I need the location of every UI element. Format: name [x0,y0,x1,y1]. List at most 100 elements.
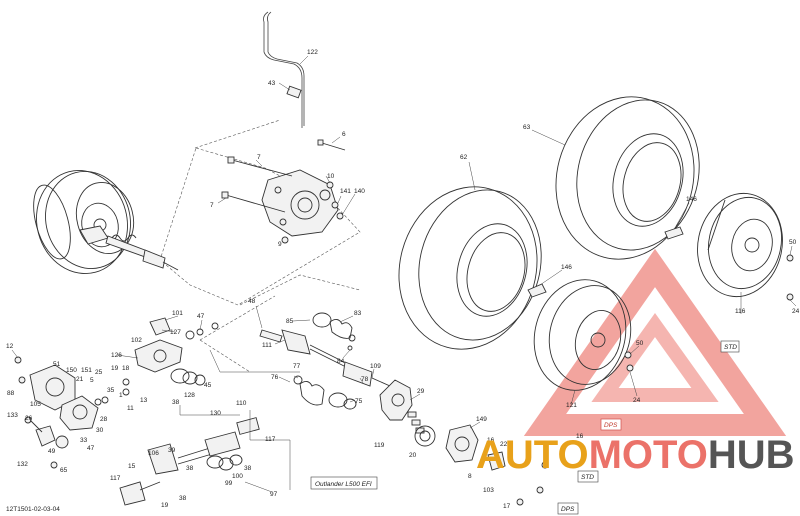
callout: 7 [210,202,214,209]
rear-tire [555,96,700,260]
callout: 25 [95,369,103,376]
callout: 84 [337,358,345,365]
variant-label-std-lower: STD [577,470,599,483]
callout: 116 [735,308,746,315]
callout: 127 [170,329,181,336]
callout: 111 [262,342,272,349]
callout: 99 [225,480,233,487]
callout: 49 [48,448,56,455]
callout: 16 [576,433,584,440]
callout: 119 [374,442,385,449]
callout: 141 [340,188,351,195]
callout: 50 [636,340,644,347]
callout: 128 [184,392,195,399]
callout: 38 [186,465,194,472]
callout: 33 [80,437,88,444]
callout-labels: 122 43 6 7 7 10 141 140 9 62 63 146 146 … [6,49,800,510]
callout: 122 [307,49,318,56]
callout: 101 [172,310,183,317]
svg-text:DPS: DPS [604,422,618,429]
callout: 47 [197,313,205,320]
callout: 38 [172,399,180,406]
callout: 130 [210,410,221,417]
callout: 24 [792,308,800,315]
callout: 8 [468,473,472,480]
callout: 105 [30,401,41,408]
callout: 126 [111,352,122,359]
callout: 22 [500,441,508,448]
propeller-shaft-yoke [134,317,219,386]
callout: 19 [111,365,119,372]
callout: 11 [127,405,134,412]
callout: 106 [148,450,159,457]
front-drive-shaft [259,329,391,387]
differential-housing [261,169,344,237]
diagram-code: 12T1501-02-03-04 [6,506,60,513]
callout: 19 [161,502,169,509]
vent-hose [263,11,305,128]
svg-text:DPS: DPS [561,506,575,513]
callout: 38 [244,465,252,472]
callout: 17 [503,503,511,510]
bracket-lines [179,349,300,493]
callout: 39 [168,447,176,454]
watermark-hub: HUB [708,433,795,477]
callout: 6 [342,131,346,138]
steering-knuckle [379,379,413,421]
watermark-auto: AUTO [476,433,589,477]
callout: 146 [561,264,572,271]
group-outlines [159,119,361,373]
svg-text:STD: STD [724,344,737,351]
callout: 12 [6,343,14,350]
callout: 77 [293,363,301,370]
callout: 102 [131,337,142,344]
callout: 85 [286,318,294,325]
callout: 48 [248,298,256,305]
callout: 15 [128,463,136,470]
callout: 110 [236,400,247,407]
callout: 7 [257,154,261,161]
callout: 63 [523,124,531,131]
callout: 5 [90,377,94,384]
watermark-text: AUTOMOTOHUB [476,433,795,477]
callout: 109 [370,363,381,370]
variant-label-dps-lower: DPS [557,502,579,515]
callout: 30 [96,427,104,434]
dps-rim [527,279,634,391]
svg-text:Outlander L500 EFI: Outlander L500 EFI [315,481,372,488]
std-hardware [786,254,794,301]
callout: 47 [87,445,95,452]
callout: 75 [355,398,363,405]
callout: 28 [100,416,108,423]
cv-boot-upper [312,312,356,351]
std-rim [664,192,783,298]
variant-label-std-upper: STD [720,340,740,353]
callout: 20 [409,452,417,459]
callout: 150 [66,367,77,374]
front-differential [14,356,130,469]
bolts [221,139,346,244]
callout: 100 [232,473,243,480]
callout: 76 [271,374,279,381]
callout: 1 [119,392,123,399]
callout: 133 [7,412,18,419]
propeller-shaft [119,417,260,506]
callout: 121 [566,402,577,409]
wheel-hub [445,424,549,506]
watermark-moto: MOTO [589,433,708,477]
callout: 88 [7,390,15,397]
callout: 50 [789,239,797,246]
callout: 117 [265,436,276,443]
callout: 83 [354,310,362,317]
callout: 9 [278,241,282,248]
wheel-studs [407,411,436,447]
callout: 21 [76,376,84,383]
leader-lines [11,55,797,429]
callout: 35 [107,387,115,394]
cv-boot-lower [293,375,357,410]
callout: 149 [476,416,487,423]
callout: 146 [686,196,697,203]
callout: 29 [417,388,425,395]
callout: 78 [361,376,369,383]
